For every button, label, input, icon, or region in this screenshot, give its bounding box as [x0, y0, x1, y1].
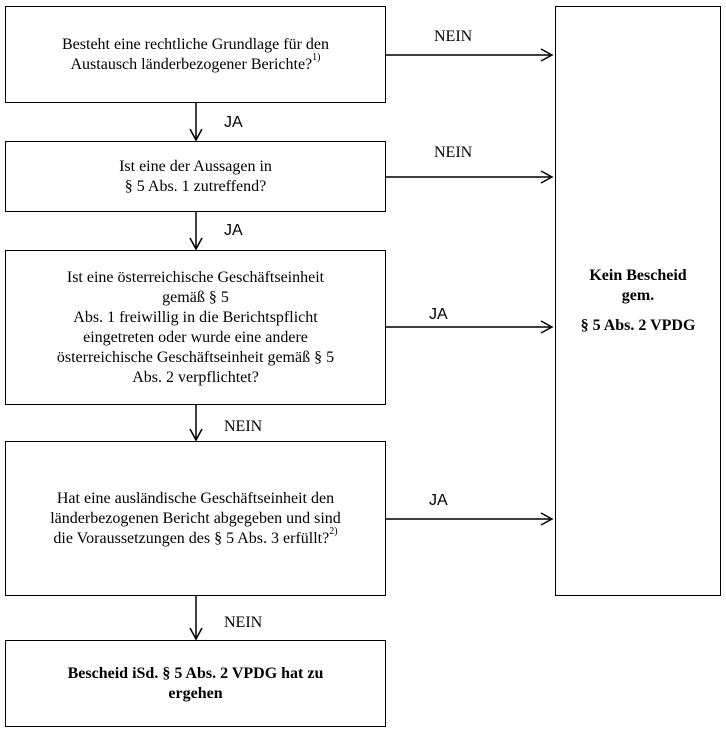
box-text-line: Hat eine ausländische Geschäftseinheit d…	[56, 489, 335, 507]
question-box-statements: Ist eine der Aussagen in § 5 Abs. 1 zutr…	[5, 141, 386, 212]
box-text-line: österreichische Geschäftseinheit gemäß §…	[56, 348, 335, 366]
footnote-marker: 1)	[312, 52, 321, 64]
arrowhead	[189, 428, 203, 442]
result-box-no-decision: Kein Bescheid gem. § 5 Abs. 2 VPDG	[555, 6, 721, 596]
result-box-decision-required: Bescheid iSd. § 5 Abs. 2 VPDG hat zu erg…	[5, 640, 386, 727]
question-box-austrian-entity: Ist eine österreichische Geschäftseinhei…	[5, 250, 386, 405]
edge-label-yes: JA	[429, 492, 448, 509]
edge-label-yes: JA	[429, 306, 448, 323]
edge-label-no: NEIN	[434, 28, 473, 45]
box-text-line: Austausch länderbezogener Berichte?1)	[70, 52, 321, 75]
box-text-line: Bescheid iSd. § 5 Abs. 2 VPDG hat zu	[67, 664, 324, 682]
edge-label-yes: JA	[224, 222, 243, 239]
edge-label-no: NEIN	[434, 144, 473, 161]
arrowhead	[540, 170, 554, 184]
arrowhead	[189, 627, 203, 641]
box-text-line: Abs. 2 verpflichtet?	[132, 368, 259, 386]
edge-label-no: NEIN	[224, 614, 263, 631]
arrowhead	[189, 237, 203, 251]
arrowhead	[540, 512, 554, 526]
question-box-legal-basis: Besteht eine rechtliche Grundlage für de…	[5, 6, 386, 103]
box-text-line: eingetreten oder wurde eine andere	[83, 328, 308, 346]
edge-label-no: NEIN	[224, 418, 263, 435]
footnote-marker: 2)	[329, 526, 338, 538]
box-text-line: Abs. 1 freiwillig in die Berichtspflicht	[73, 308, 318, 326]
box-text-line: § 5 Abs. 2 VPDG	[580, 317, 696, 334]
box-text-line: Ist eine der Aussagen in	[119, 157, 272, 175]
box-text-line: ergehen	[168, 684, 223, 702]
box-text-line: die Voraussetzungen des § 5 Abs. 3 erfül…	[53, 526, 338, 549]
box-text-line: gem.	[621, 287, 655, 304]
box-text-line: gemäß § 5	[162, 288, 229, 306]
arrowhead	[540, 48, 554, 62]
box-text-line: Kein Bescheid	[589, 267, 687, 284]
box-text-line: Ist eine österreichische Geschäftseinhei…	[66, 268, 325, 286]
box-text: die Voraussetzungen des § 5 Abs. 3 erfül…	[53, 529, 330, 547]
question-box-foreign-entity: Hat eine ausländische Geschäftseinheit d…	[5, 441, 386, 596]
box-text-line: länderbezogenen Bericht abgegeben und si…	[50, 509, 341, 527]
box-text: Austausch länderbezogener Berichte?	[70, 55, 313, 73]
arrowhead	[189, 128, 203, 142]
box-text-line: § 5 Abs. 1 zutreffend?	[124, 177, 267, 195]
box-text-line: Besteht eine rechtliche Grundlage für de…	[62, 35, 329, 53]
arrowhead	[540, 320, 554, 334]
edge-label-yes: JA	[224, 114, 243, 131]
